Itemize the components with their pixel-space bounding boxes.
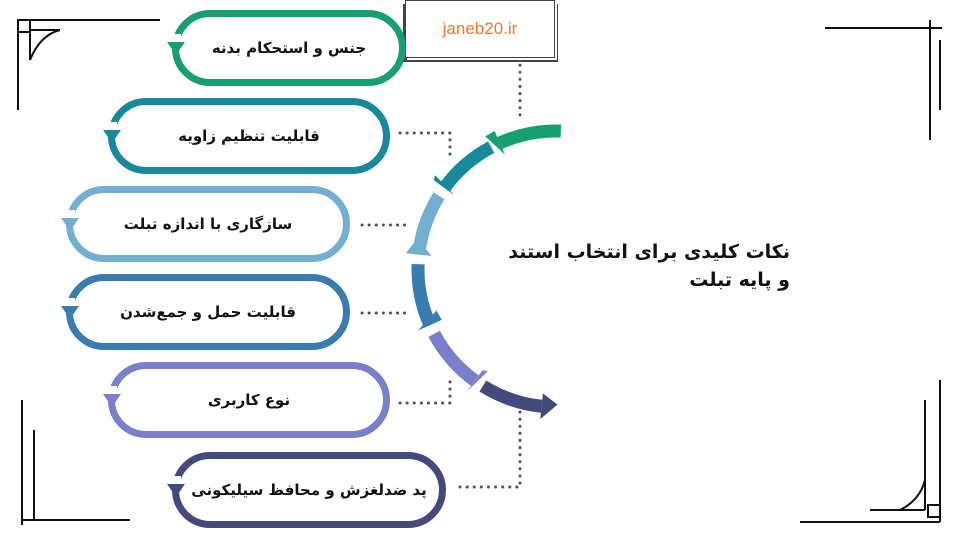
- item-5: نوع کاربری: [103, 362, 390, 438]
- item-1: جنس و استحکام بدنه: [167, 10, 406, 86]
- curved-arrow-cycle: [405, 124, 562, 420]
- arrowhead-icon: [433, 174, 455, 196]
- item-6: پد ضدلغزش و محافظ سیلیکونی: [167, 452, 446, 528]
- arrowhead-icon: [485, 131, 506, 155]
- arrow-down-icon: [103, 394, 121, 407]
- dotted-connectors: [360, 56, 522, 489]
- arrow-down-icon: [167, 484, 185, 497]
- corner-ornament-top-right: [825, 20, 942, 140]
- corner-ornament-bottom-left: [21, 400, 130, 525]
- arrowhead-icon: [467, 370, 488, 392]
- arc-segment: [439, 141, 495, 192]
- arc-segment: [497, 124, 562, 149]
- corner-ornament-bottom-right: [800, 380, 941, 523]
- item-4: قابلیت حمل و جمع‌شدن: [61, 274, 350, 350]
- item-label: سازگاری با اندازه تبلت: [123, 215, 293, 233]
- item-3: سازگاری با اندازه تبلت: [61, 186, 350, 262]
- corner-ornament-top-left: [17, 19, 160, 110]
- arrow-down-icon: [61, 306, 79, 319]
- arrow-down-icon: [167, 42, 185, 55]
- arrow-down-icon: [103, 130, 121, 143]
- item-label: قابلیت حمل و جمع‌شدن: [120, 303, 296, 321]
- item-label: جنس و استحکام بدنه: [211, 39, 367, 57]
- arrowhead-icon: [540, 393, 558, 420]
- item-label: قابلیت تنظیم زاویه: [178, 127, 320, 145]
- arc-segment: [479, 380, 543, 413]
- arc-segment: [428, 330, 479, 386]
- arrowhead-icon: [418, 310, 442, 331]
- item-label: نوع کاربری: [207, 391, 291, 409]
- diagram-title: نکات کلیدی برای انتخاب استند و پایه تبلت: [508, 241, 790, 291]
- arrow-down-icon: [61, 218, 79, 231]
- arrowhead-icon: [405, 238, 432, 256]
- logo: janeb20.ir: [405, 0, 555, 58]
- arc-segment: [411, 263, 436, 328]
- item-label: پد ضدلغزش و محافظ سیلیکونی: [191, 481, 427, 499]
- logo-text: janeb20.ir: [442, 19, 518, 38]
- item-2: قابلیت تنظیم زاویه: [103, 98, 390, 174]
